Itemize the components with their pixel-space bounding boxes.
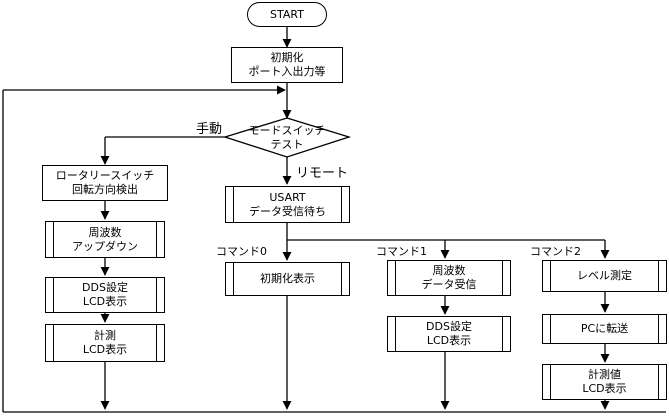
- manual-freq-line2: アップダウン: [72, 239, 138, 253]
- cmd2-pc-line1: PCに転送: [580, 322, 629, 335]
- decision-line1: モードスイッチ: [248, 124, 326, 137]
- init-line2: ポート入出力等: [248, 65, 326, 78]
- manual-measure-box: 計測 LCD表示: [45, 324, 165, 362]
- cmd2-measure-line2: LCD表示: [582, 382, 627, 395]
- cmd1-freq-box: 周波数 データ受信: [387, 260, 511, 296]
- usart-line2: データ受信待ち: [249, 204, 326, 218]
- cmd1-dds-box: DDS設定 LCD表示: [387, 316, 511, 352]
- branch-manual-label: 手動: [196, 122, 223, 137]
- cmd2-level-line1: レベル測定: [577, 269, 632, 282]
- usart-box: USART データ受信待ち: [225, 186, 350, 223]
- cmd1-dds-line2: LCD表示: [426, 334, 472, 347]
- cmd0-line1: 初期化表示: [260, 272, 315, 285]
- cmd1-dds-line1: DDS設定: [426, 320, 472, 333]
- cmd2-pc-box: PCに転送: [542, 314, 667, 344]
- init-line1: 初期化: [270, 51, 304, 64]
- decision-text: モードスイッチ テスト: [237, 124, 337, 152]
- cmd1-freq-line2: データ受信: [421, 278, 477, 291]
- cmd2-measure-box: 計測値 LCD表示: [542, 364, 667, 400]
- manual-rotary-line2: 回転方向検出: [72, 183, 138, 196]
- command0-label: コマンド0: [216, 245, 267, 258]
- manual-measure-line2: LCD表示: [82, 343, 128, 356]
- cmd2-level-box: レベル測定: [542, 260, 667, 292]
- start-label: START: [270, 7, 304, 21]
- manual-rotary-box: ロータリースイッチ 回転方向検出: [42, 165, 168, 201]
- start-terminator: START: [247, 2, 327, 27]
- command2-label: コマンド2: [530, 245, 581, 258]
- manual-freq-box: 周波数 アップダウン: [45, 221, 165, 258]
- command1-label: コマンド1: [376, 245, 427, 258]
- manual-dds-line2: LCD表示: [82, 295, 128, 308]
- manual-dds-line1: DDS設定: [82, 281, 128, 294]
- decision-line2: テスト: [270, 138, 304, 151]
- decision-diamond: [222, 117, 352, 158]
- branch-remote-label: リモート: [296, 166, 349, 181]
- cmd2-measure-line1: 計測値: [588, 368, 621, 381]
- manual-measure-line1: 計測: [94, 329, 116, 342]
- usart-line1: USART: [269, 190, 306, 204]
- init-box: 初期化 ポート入出力等: [231, 47, 343, 83]
- manual-rotary-line1: ロータリースイッチ: [55, 169, 155, 182]
- cmd0-init-display-box: 初期化表示: [225, 262, 350, 296]
- cmd1-freq-line1: 周波数: [432, 264, 466, 277]
- manual-freq-line1: 周波数: [88, 225, 122, 239]
- manual-dds-box: DDS設定 LCD表示: [45, 277, 165, 313]
